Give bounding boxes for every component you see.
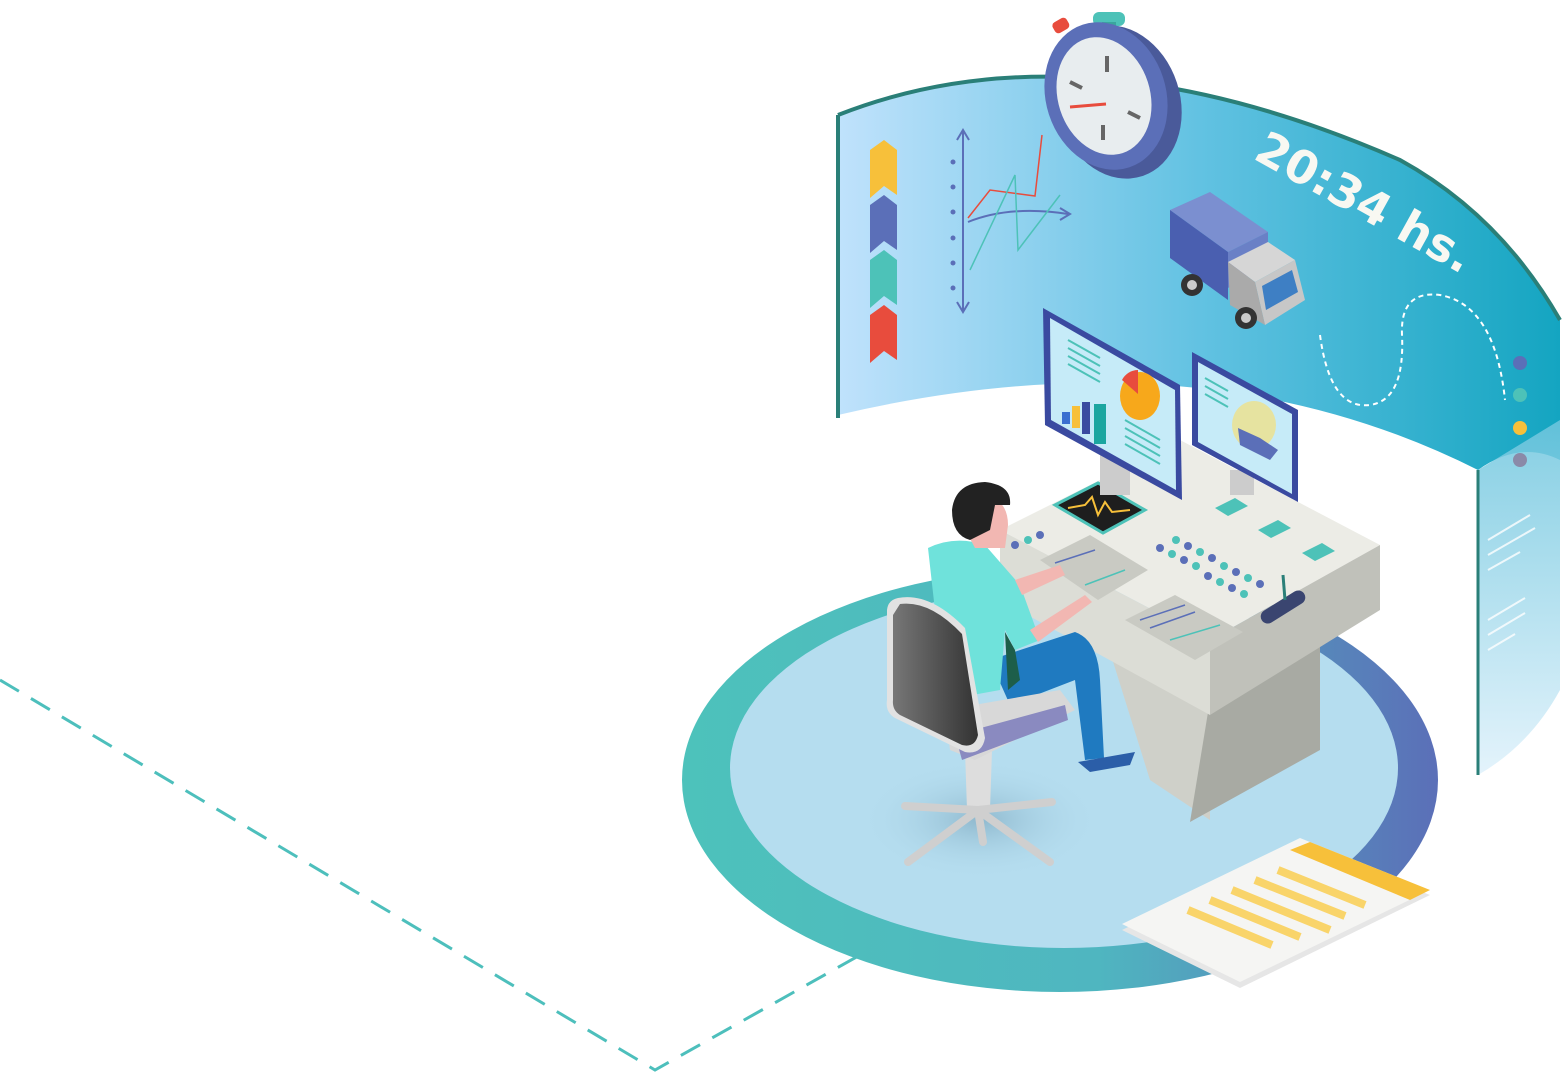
- truck-icon: [1170, 192, 1305, 329]
- office-chair: [886, 597, 1075, 866]
- dashed-path-line: [0, 678, 861, 1072]
- control-desk: [1000, 440, 1380, 822]
- stopwatch-icon: [1044, 12, 1182, 179]
- monitor-small: [1192, 352, 1298, 502]
- keypad-buttons: [1011, 531, 1264, 598]
- status-dots: [1513, 356, 1527, 467]
- route-dashed-icon: [1319, 293, 1506, 407]
- monitor-large: [1043, 308, 1182, 500]
- bar-chart-icon: [1062, 402, 1106, 444]
- line-chart-icon: [950, 128, 1072, 314]
- document-card: [1122, 838, 1430, 988]
- panel-gloss-lines: [1487, 514, 1536, 651]
- bookmark-ribbons: [870, 140, 897, 363]
